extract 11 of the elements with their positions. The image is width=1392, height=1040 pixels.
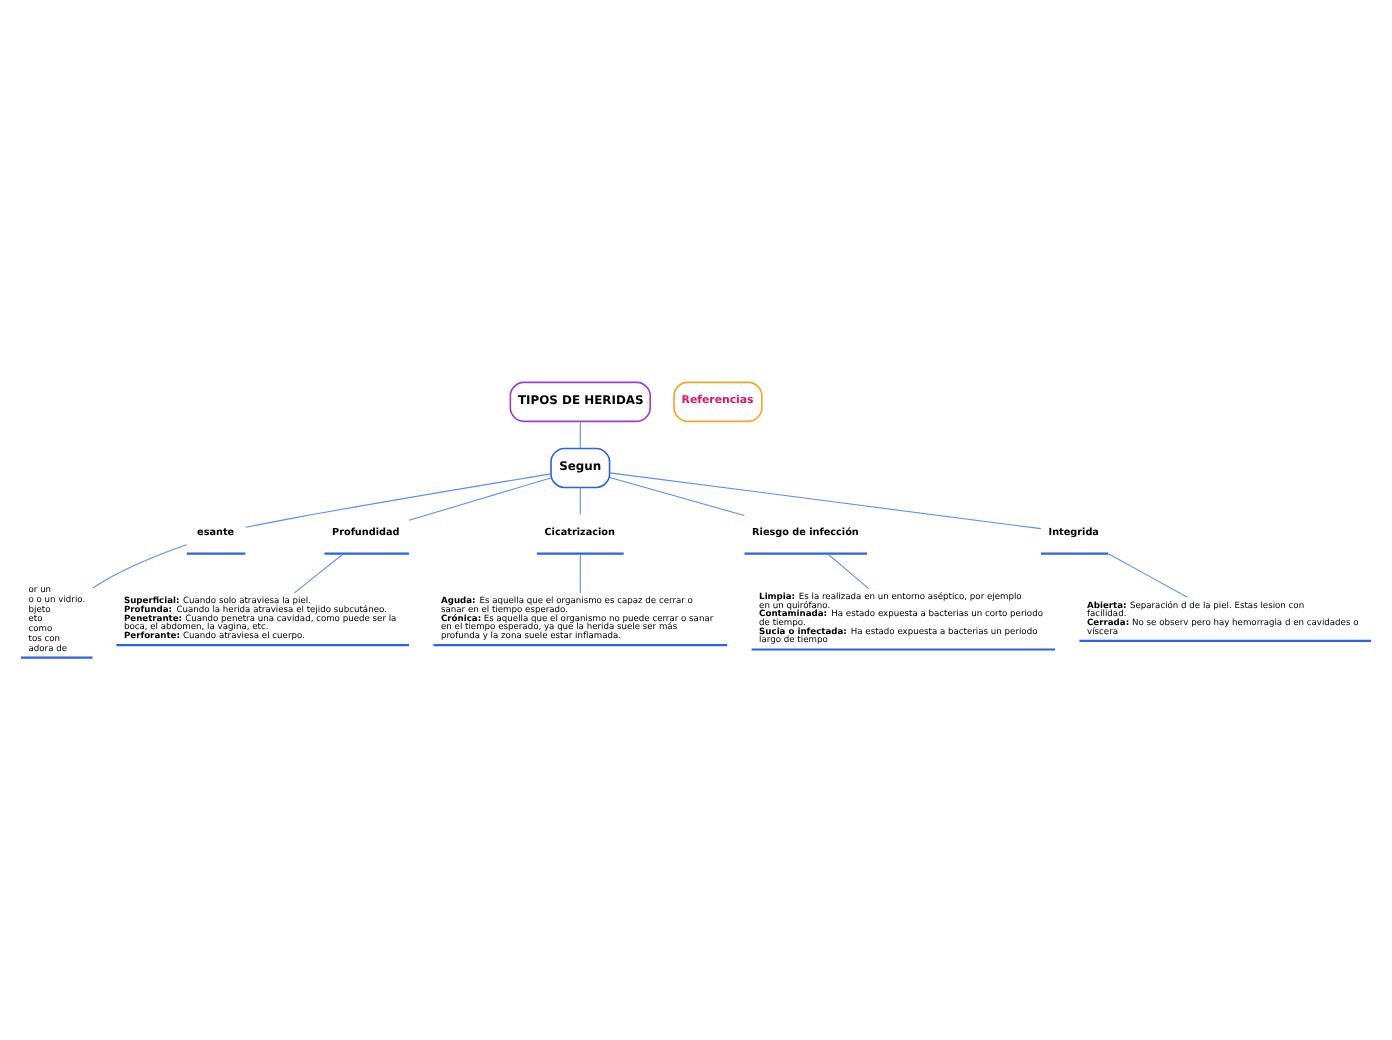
connector	[92, 544, 188, 589]
connector	[1107, 553, 1188, 598]
connector	[609, 476, 745, 517]
connector	[408, 477, 552, 521]
connector	[827, 553, 870, 590]
connector	[245, 473, 552, 528]
connector	[579, 420, 581, 449]
connector	[609, 472, 1042, 530]
connector	[579, 487, 581, 515]
connector	[579, 553, 581, 594]
connector	[293, 553, 344, 594]
